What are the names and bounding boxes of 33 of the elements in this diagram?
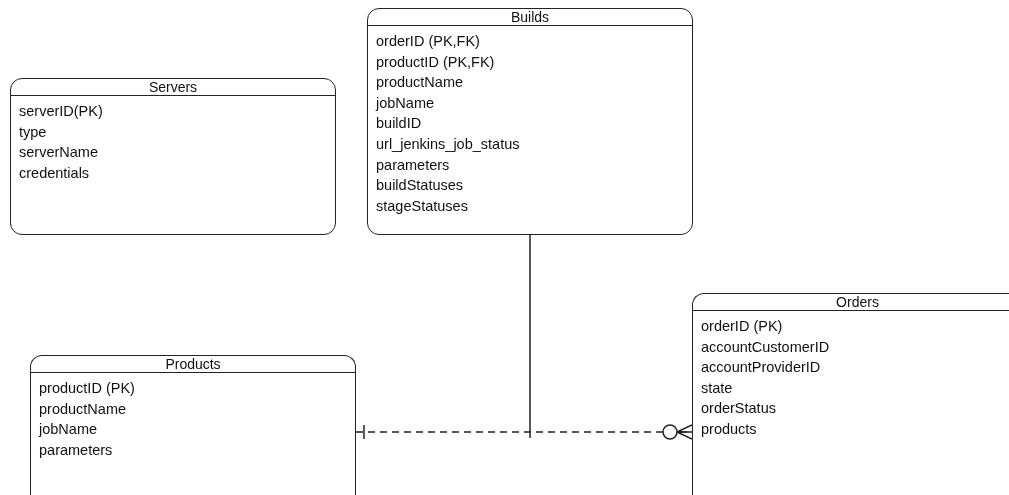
- field-name: orderID (PK): [701, 317, 784, 336]
- field-name: buildID: [376, 114, 423, 134]
- table-title: Orders: [693, 294, 1009, 311]
- relationship-line: [355, 424, 693, 440]
- field-name: type: [19, 122, 48, 142]
- table-title: Builds: [368, 9, 692, 26]
- field-name: productName: [39, 399, 128, 419]
- field-name: accountCustomerID: [701, 337, 831, 357]
- field-name: parameters: [376, 155, 451, 175]
- field-name: jobName: [39, 420, 99, 440]
- field-name: productName: [376, 73, 465, 93]
- field-name: credentials: [19, 163, 91, 183]
- relationship-line: [529, 234, 531, 439]
- field-name: serverID(PK): [19, 102, 104, 121]
- entity-table: [692, 293, 1009, 495]
- field-name: stageStatuses: [376, 196, 469, 216]
- field-name: buildStatuses: [376, 176, 465, 196]
- field-name: productID (PK): [39, 379, 136, 398]
- field-name: orderID (PK,FK): [376, 32, 481, 51]
- table-title: Servers: [11, 79, 335, 96]
- entity-table: [367, 8, 693, 235]
- field-name: jobName: [376, 93, 436, 113]
- field-name: state: [701, 378, 734, 398]
- entity-table: [10, 78, 336, 235]
- table-title: Products: [31, 356, 355, 373]
- field-name: productID (PK,FK): [376, 52, 496, 72]
- field-name: orderStatus: [701, 399, 777, 419]
- field-name: accountProviderID: [701, 358, 822, 378]
- entity-table: [30, 355, 356, 495]
- field-name: parameters: [39, 440, 114, 460]
- field-name: serverName: [19, 143, 99, 163]
- field-name: products: [701, 419, 758, 439]
- field-name: url_jenkins_job_status: [376, 134, 521, 154]
